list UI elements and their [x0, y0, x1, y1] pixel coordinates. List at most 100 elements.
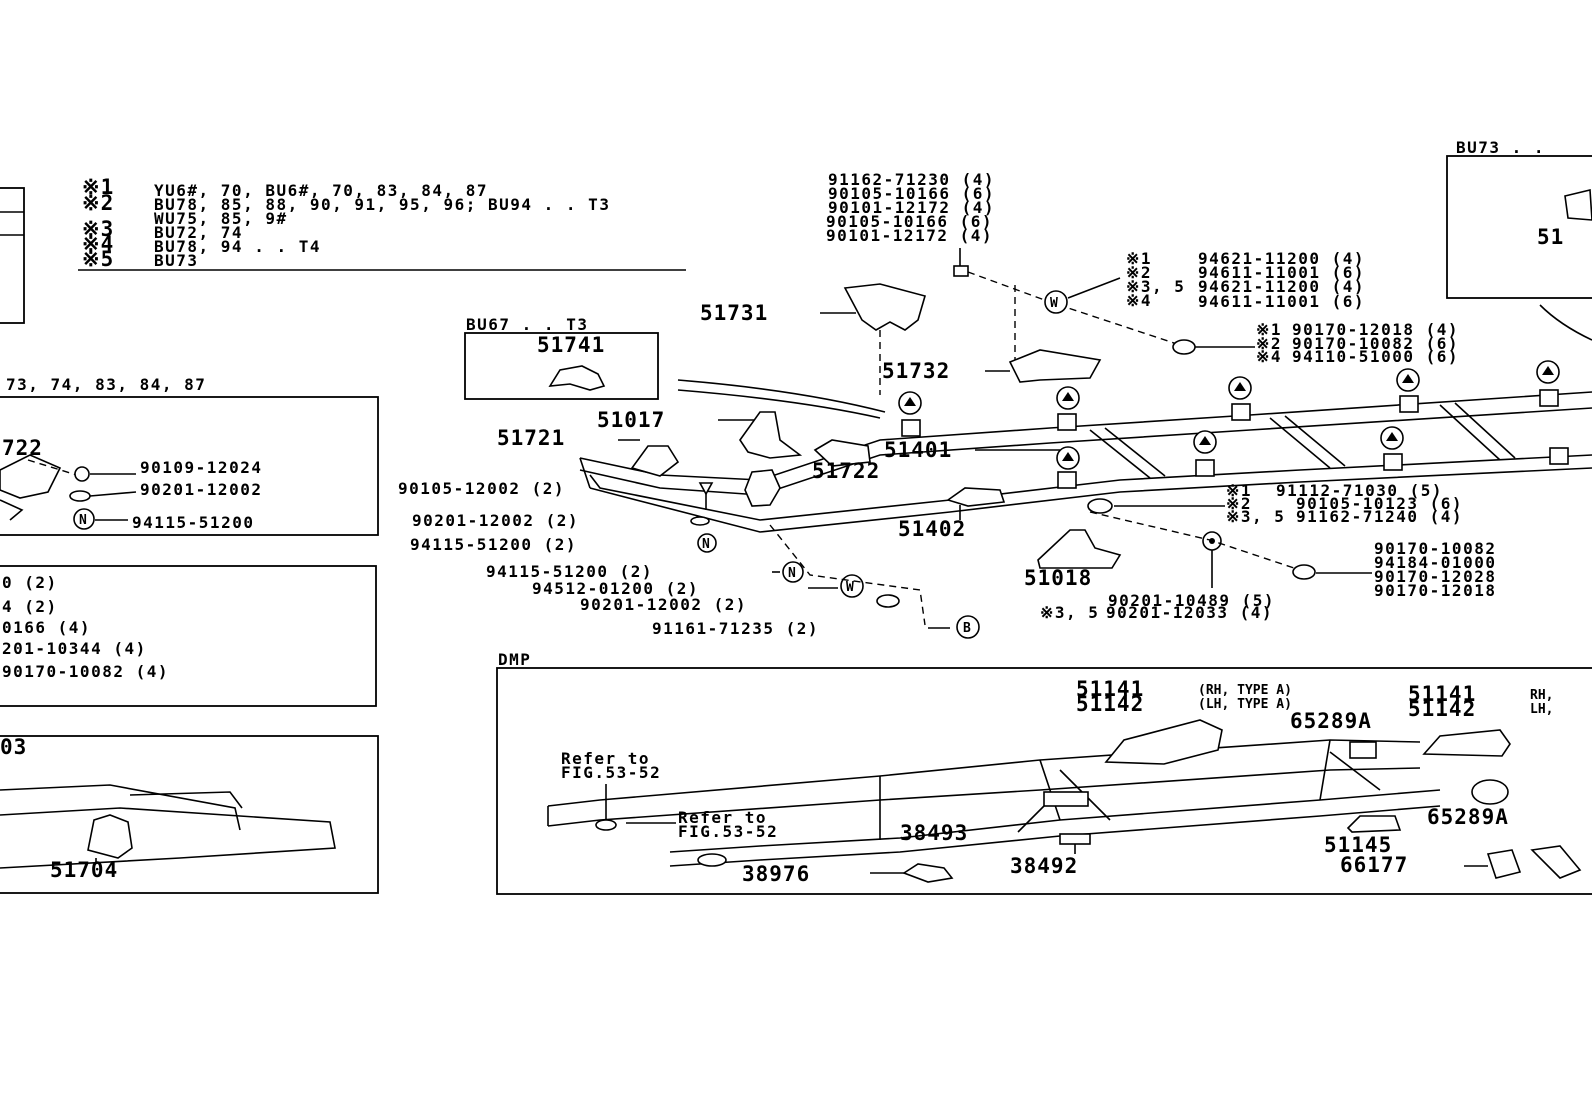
part-51018-bracket: [1037, 529, 1122, 569]
dmp-bracket-b-rh-note: RH,: [1530, 688, 1553, 703]
right-nut-2: 94184-01000: [1374, 553, 1496, 572]
inset-bu73-title: BU73 . .: [1456, 138, 1545, 157]
main-frame: 51731 51732 51017 51721 51401 51722 5140…: [497, 283, 1592, 590]
part-51402-bracket: [946, 487, 1006, 507]
inset-bu73-bracket: [1564, 189, 1592, 221]
legend-text-1: YU6#, 70, BU6#, 70, 83, 84, 87: [154, 181, 488, 200]
bolt-icon: [953, 265, 969, 277]
part-51731-label: 51731: [700, 301, 768, 325]
left-box1-bracket: [0, 454, 62, 499]
top-bolt-2: 90105-10166 (6): [828, 184, 995, 203]
dmp-part-38976: 38976: [742, 862, 810, 886]
left-box1-part-cut: 722: [2, 436, 43, 460]
dmp-refer2-line2: FIG.53-52: [678, 822, 778, 841]
washer-icon: [690, 516, 710, 526]
nut-icon: [1172, 339, 1196, 355]
inset-bu67-title: BU67 . . T3: [466, 315, 588, 334]
part-51017-bracket: [739, 411, 803, 459]
nut-mark-icon: [73, 508, 95, 530]
top-bolt-list: 91162-71230 (4) 90105-10166 (6) 90101-12…: [826, 170, 1181, 370]
bolt-icon: [1087, 498, 1113, 514]
inset-arrow: [677, 379, 886, 413]
washer-mark-3: ※3, 5: [1126, 277, 1185, 296]
left-fastener-3-mark: N: [702, 537, 710, 552]
inset-bu67-bracket: [548, 365, 606, 391]
mid-fasteners: ※1 91112-71030 (5) ※2 90105-10123 (6) ※3…: [1040, 481, 1463, 622]
washer-mark-icon: [1044, 290, 1068, 314]
part-51732-label: 51732: [882, 359, 950, 383]
part-51722-label: 51722: [812, 459, 880, 483]
washer-text-3: 94621-11200 (4): [1198, 277, 1365, 296]
mid-fastener-mark-3: ※3, 5: [1226, 507, 1285, 526]
legend-mark-5: ※5: [82, 247, 114, 271]
mid-washer-2-mark: ※3, 5: [1040, 603, 1099, 622]
washer-mark-1: ※1: [1126, 249, 1152, 268]
part-51721-bracket: [630, 445, 680, 477]
dmp-part-38492: 38492: [1010, 854, 1078, 878]
washer-icon: [69, 490, 91, 502]
dmp-refer2-line1: Refer to: [678, 808, 767, 827]
legend: ※1 YU6#, 70, BU6#, 70, 83, 84, 87 ※2 BU7…: [0, 175, 686, 324]
mid-fastener-text-3: 91162-71240 (4): [1296, 507, 1463, 526]
inset-bu67: BU67 . . T3 51741: [464, 315, 886, 419]
right-nuts: 90170-10082 94184-01000 90170-12028 9017…: [1292, 539, 1496, 600]
washer-text-2: 94611-11001 (6): [1198, 263, 1365, 282]
mid-fastener-text-2: 90105-10123 (6): [1296, 494, 1463, 513]
part-51731-bracket: [843, 283, 926, 331]
dmp-cushion: [1471, 779, 1509, 805]
left-fastener-4-mark: N: [788, 566, 796, 581]
nut-text-3: 94110-51000 (6): [1292, 347, 1459, 366]
frame-rail-sketch: [0, 784, 336, 869]
left-fastener-3: 94115-51200 (2): [410, 535, 577, 554]
inset-bu73: BU73 . . 51: [1446, 138, 1592, 341]
dmp-bracket-a-rh-note: (RH, TYPE A): [1198, 683, 1292, 698]
nut-text-2: 90170-10082 (6): [1292, 334, 1459, 353]
left-box3-bracket: [87, 814, 133, 859]
nut-icon: [1292, 564, 1316, 580]
left-panel-header: 73, 74, 83, 84, 87: [6, 375, 206, 394]
left-box2-line4: 201-10344 (4): [2, 639, 147, 658]
mount-cushions: [898, 360, 1569, 489]
part-51732-bracket: [1008, 349, 1102, 383]
top-bolt-5: 90101-12172 (4): [826, 226, 993, 245]
dmp-part-65289a-2: 65289A: [1427, 805, 1509, 829]
legend-mark-2: ※2: [82, 191, 114, 215]
right-nut-3: 90170-12028: [1374, 567, 1496, 586]
left-box2-line3: 0166 (4): [2, 618, 91, 637]
left-box3-part: 51704: [50, 858, 118, 882]
left-box-3: [0, 735, 379, 894]
legend-text-4: BU78, 94 . . T4: [154, 237, 321, 256]
left-box1-p1: 90109-12024: [140, 458, 262, 477]
inset-bu67-part: 51741: [537, 333, 605, 357]
dmp-bracket-b-lh: 51142: [1408, 697, 1476, 721]
legend-mark-1: ※1: [82, 175, 114, 199]
inset-bu67-box: [464, 332, 659, 400]
right-nut-1: 90170-10082: [1374, 539, 1496, 558]
left-fastener-2: 90201-12002 (2): [412, 511, 579, 530]
legend-text-3: BU72, 74: [154, 223, 243, 242]
left-box-1: [0, 396, 379, 536]
part-51018-label: 51018: [1024, 566, 1092, 590]
mid-washer-1: 90201-10489 (5): [1108, 591, 1275, 610]
mid-fastener-mark-2: ※2: [1226, 494, 1252, 513]
bolt-icon: [698, 482, 714, 496]
washer-mark-4: ※4: [1126, 291, 1152, 310]
washer-icon: [876, 594, 900, 608]
inset-bu73-part: 51: [1537, 225, 1564, 249]
bolt-mark-icon: [956, 615, 980, 639]
part-51401-bracket: [813, 439, 871, 467]
washer-text-4: 94611-11001 (6): [1198, 292, 1365, 311]
nut-text-1: 90170-12018 (4): [1292, 320, 1459, 339]
washer-mark: W: [1050, 296, 1058, 311]
top-bolt-3: 90101-12172 (4): [828, 198, 995, 217]
legend-text-5: BU73: [154, 251, 199, 270]
legend-mark-4: ※4: [82, 232, 114, 256]
legend-text-2: BU78, 85, 88, 90, 91, 95, 96; BU94 . . T…: [154, 195, 610, 214]
mid-washer-2: 90201-12033 (4): [1106, 603, 1273, 622]
dmp-title: DMP: [498, 650, 531, 669]
dmp-bracket-b: [1422, 729, 1511, 757]
part-51401-label: 51401: [884, 438, 952, 462]
left-fastener-6: 90201-12002 (2): [580, 595, 747, 614]
part-51721-label: 51721: [497, 426, 565, 450]
